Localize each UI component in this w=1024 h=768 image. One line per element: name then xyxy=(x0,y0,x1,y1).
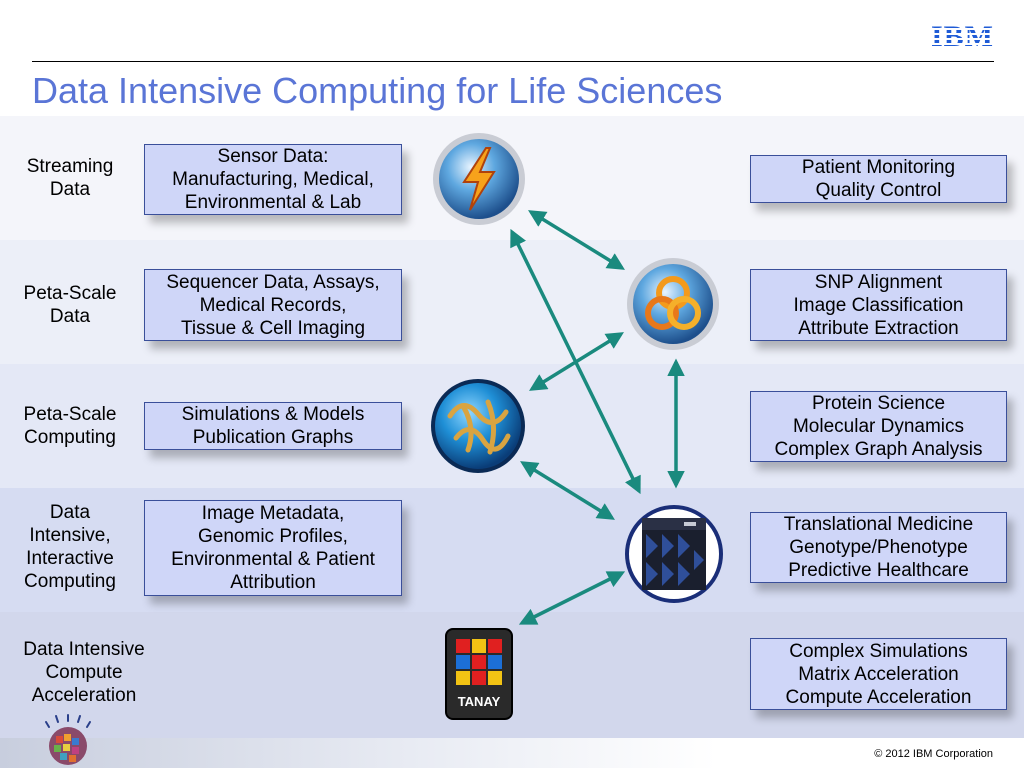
arrow-rack-to-tanay xyxy=(518,571,626,625)
input-box-interactive: Image Metadata,Genomic Profiles, Environ… xyxy=(144,500,402,596)
arrow-knot-to-ribbon xyxy=(529,332,624,391)
top-rule xyxy=(32,61,994,62)
protein-ribbon-sphere-icon xyxy=(431,379,525,473)
ibm-logo: IBM xyxy=(931,20,994,53)
server-rack-icon xyxy=(625,505,723,603)
arrow-streaming-to-knot xyxy=(528,210,625,270)
arrow-ribbon-to-rack xyxy=(520,461,615,520)
tanay-label: TANAY xyxy=(458,694,501,709)
trefoil-knot-sphere-icon xyxy=(627,258,719,350)
lightning-sphere-icon xyxy=(433,133,525,225)
tanay-chip-icon: TANAY xyxy=(445,628,513,720)
footer-bar xyxy=(0,738,1024,768)
page-title: Data Intensive Computing for Life Scienc… xyxy=(32,70,723,111)
copyright: © 2012 IBM Corporation xyxy=(874,748,993,760)
input-box-streaming: Sensor Data:Manufacturing, Medical,Envir… xyxy=(144,144,402,215)
input-box-petascale-data: Sequencer Data, Assays,Medical Records,T… xyxy=(144,269,402,341)
smarter-planet-icon xyxy=(45,714,91,765)
